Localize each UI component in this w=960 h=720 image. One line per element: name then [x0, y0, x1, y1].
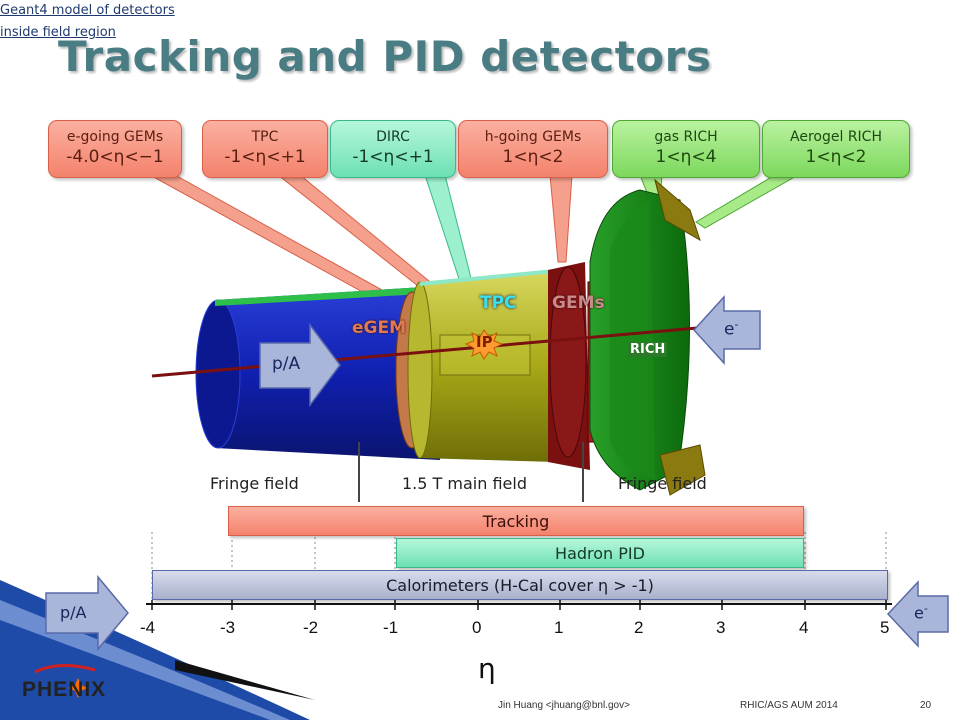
callout-hgoing-gems: h-going GEMs 1<η<2 — [458, 120, 608, 178]
pointer-tpc — [276, 174, 442, 295]
hadron-pid-bar: Hadron PID — [396, 538, 804, 568]
hadron-beam-axis-label: p/A — [60, 603, 87, 622]
gems-label: GEMs — [552, 293, 605, 313]
phenix-logo: PHENIX — [22, 678, 107, 701]
rich-label: RICH — [628, 342, 668, 357]
field-label-left: Fringe field — [210, 474, 299, 493]
pointer-aerogel — [695, 174, 800, 229]
eta-tick: 4 — [799, 618, 809, 637]
callout-aerogel-rich: Aerogel RICH 1<η<2 — [762, 120, 910, 178]
electron-beam-arrow-axis — [886, 580, 949, 648]
electron-beam-label: e- — [724, 318, 739, 340]
footer-author: Jin Huang <jhuang@bnl.gov> — [498, 700, 630, 711]
hadron-beam-label: p/A — [272, 354, 301, 374]
pointer-hgem — [549, 174, 573, 263]
eta-tick: -3 — [220, 618, 236, 637]
tracking-bar: Tracking — [228, 506, 804, 536]
ip-label: IP — [476, 333, 493, 351]
eta-tick: 5 — [880, 618, 890, 637]
hadron-beam-arrow-axis — [45, 574, 129, 652]
eta-tick: 3 — [716, 618, 726, 637]
eta-tick: 2 — [634, 618, 644, 637]
eta-tick: 0 — [472, 618, 482, 637]
callout-dirc: DIRC -1<η<+1 — [330, 120, 456, 178]
eta-tick: -2 — [303, 618, 319, 637]
egem-label: eGEM — [352, 318, 407, 338]
eta-tick: -1 — [383, 618, 399, 637]
eta-tick: -4 — [140, 618, 156, 637]
electron-beam-arrow — [692, 295, 761, 365]
electron-beam-axis-label: e- — [914, 602, 928, 623]
beamline — [151, 324, 721, 378]
geant-note: Geant4 model of detectors inside field r… — [0, 3, 175, 40]
slide-number: 20 — [920, 700, 932, 711]
callout-egoing-gems: e-going GEMs -4.0<η<−1 — [48, 120, 182, 178]
calorimeters-bar: Calorimeters (H-Cal cover η > -1) — [152, 570, 888, 600]
pointer-dirc — [424, 174, 473, 283]
callout-gas-rich: gas RICH 1<η<4 — [612, 120, 760, 178]
eta-tick: 1 — [554, 618, 564, 637]
hadron-beam-arrow — [259, 322, 341, 408]
eta-axis-label: η — [478, 652, 496, 685]
field-label-main: 1.5 T main field — [402, 474, 527, 493]
phenix-logo-mark — [68, 678, 88, 698]
slide-title: Tracking and PID detectors — [58, 32, 712, 81]
callout-tpc: TPC -1<η<+1 — [202, 120, 328, 178]
footer-meeting: RHIC/AGS AUM 2014 — [740, 700, 838, 711]
field-label-right: Fringe field — [618, 474, 707, 493]
ip-marker — [464, 329, 504, 360]
tpc-label: TPC — [480, 293, 517, 313]
